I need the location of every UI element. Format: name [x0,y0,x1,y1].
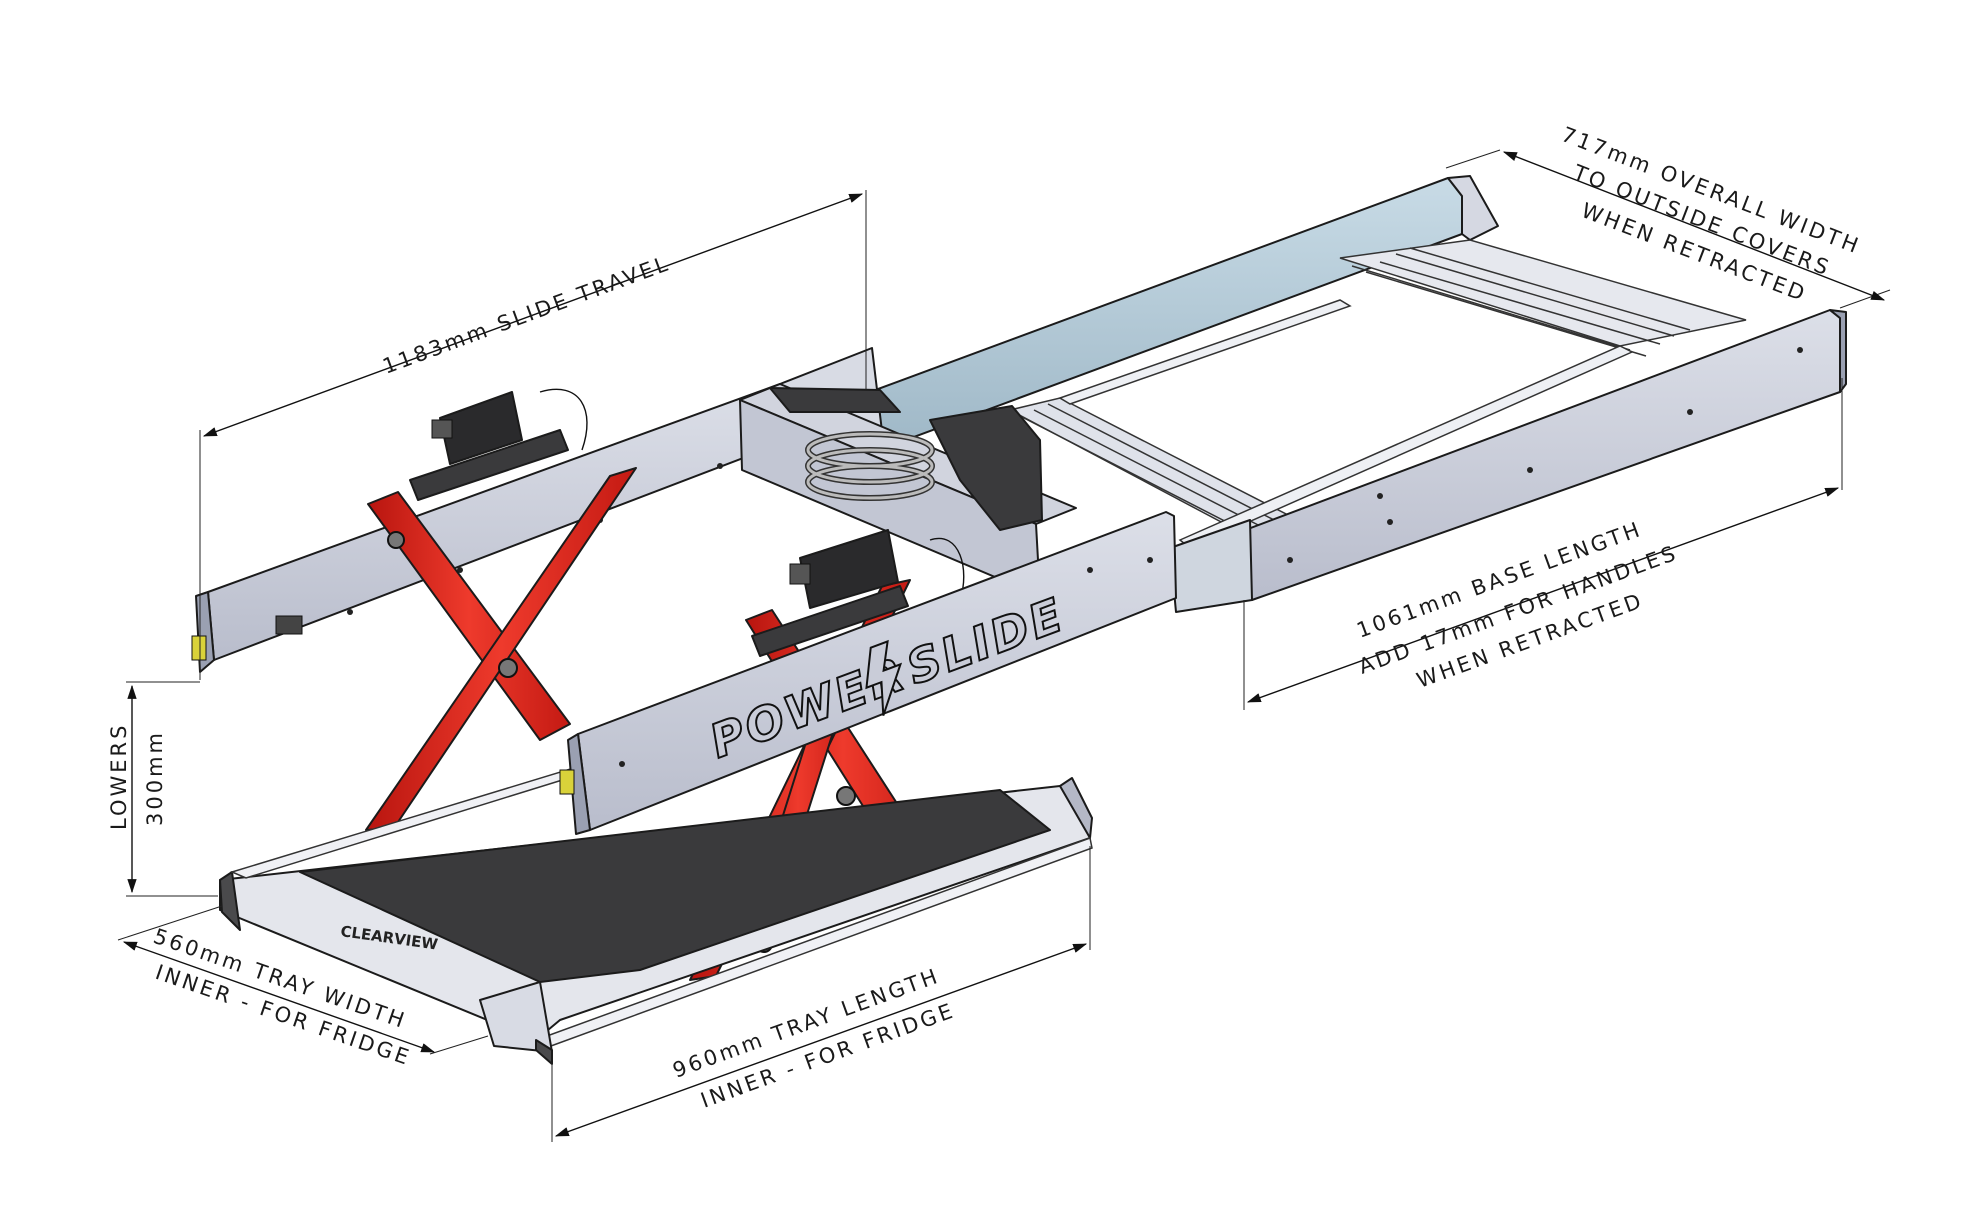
lightning-bolt-icon [865,639,903,716]
lowers-label-2: 300mm [143,730,167,826]
overall-width-arrow [1502,151,1886,301]
tray-mat [299,789,1051,983]
far-rail-connector [275,615,303,635]
mount-bracket [929,405,1043,531]
fridge-tray: CLEARVIEW [219,759,1093,1065]
base-length-arrow [1246,487,1840,703]
tray-width-arrow [122,941,436,1053]
near-base-end [1829,309,1847,393]
slide-travel-label: 1183mm SLIDE TRAVEL [379,251,673,379]
lowers-label-1: LOWERS [107,723,131,830]
far-slide-rail [869,177,1463,449]
dimension-lines [117,149,1891,1142]
slide-travel-arrow [202,193,864,437]
tray-length-arrow [554,943,1088,1137]
far-rail-latch [191,635,207,661]
near-rail-latch [559,769,575,795]
near-slide-rail [1169,519,1253,613]
actuator-near [751,529,965,657]
